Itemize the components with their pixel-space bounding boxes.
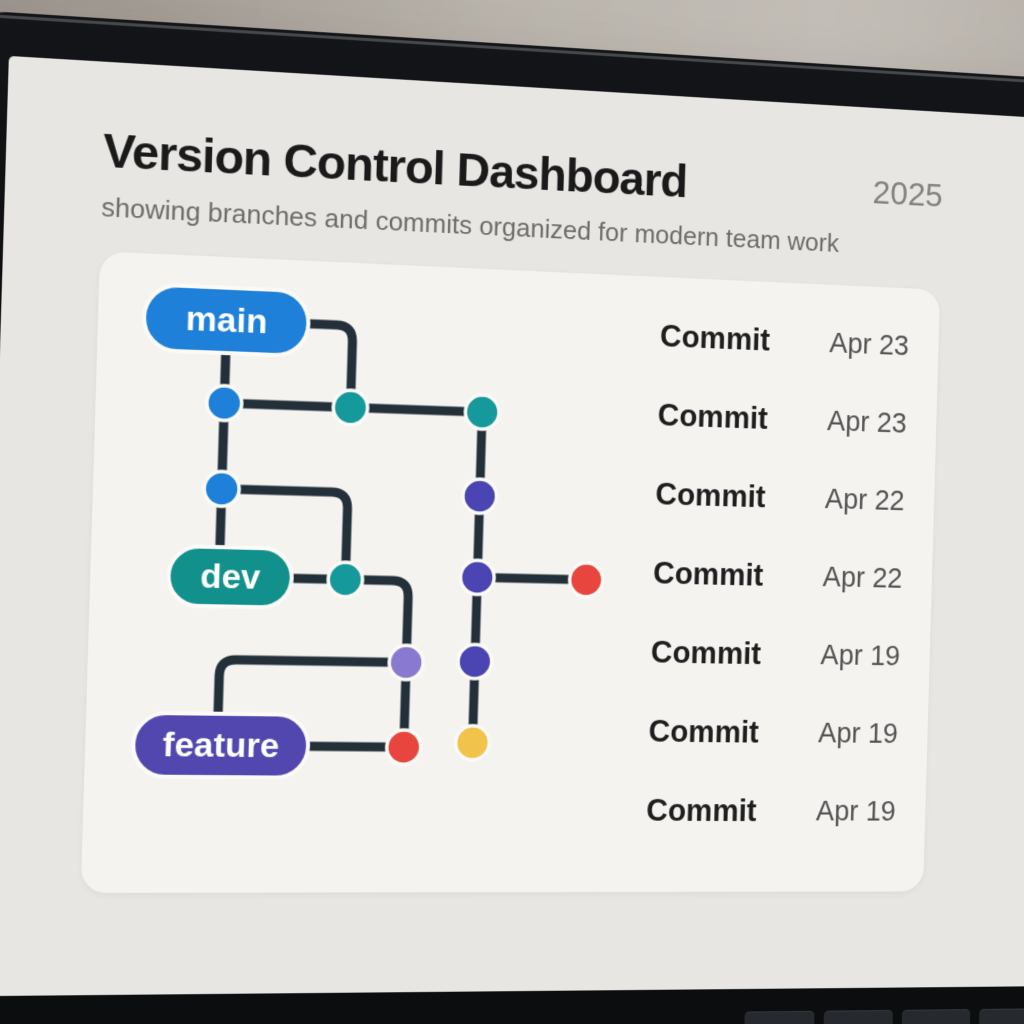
commit-date: Apr 22 xyxy=(824,483,906,517)
commit-node-11[interactable] xyxy=(389,645,424,680)
commit-date: Apr 19 xyxy=(817,717,899,750)
commit-label: Commit xyxy=(652,555,764,593)
branch-pill-dev[interactable] xyxy=(168,546,293,608)
branch-label-main: main xyxy=(185,300,268,342)
branch-label-feature: feature xyxy=(162,726,280,765)
laptop-bezel: Version Control Dashboard 2025 showing b… xyxy=(0,10,1024,1024)
commit-label: Commit xyxy=(657,397,769,436)
commit-node-2[interactable] xyxy=(204,471,240,507)
commit-label: Commit xyxy=(648,713,760,750)
year-label: 2025 xyxy=(872,173,944,215)
dashboard-header: Version Control Dashboard 2025 showing b… xyxy=(101,121,944,263)
branch-pill-feature[interactable] xyxy=(132,713,309,778)
keyboard-key xyxy=(744,1010,815,1024)
keyboard-key xyxy=(901,1009,971,1024)
commit-node-7[interactable] xyxy=(460,560,495,595)
graph-edge xyxy=(218,660,406,721)
commit-node-6[interactable] xyxy=(462,479,497,514)
commit-label: Commit xyxy=(650,634,762,672)
commit-date: Apr 22 xyxy=(822,561,903,595)
commit-node-1[interactable] xyxy=(206,385,242,421)
branch-pill-main[interactable] xyxy=(143,284,309,356)
commit-node-3[interactable] xyxy=(333,390,368,426)
commit-node-5[interactable] xyxy=(465,394,500,429)
commit-label: Commit xyxy=(654,476,767,515)
commit-label: Commit xyxy=(659,318,771,358)
keyboard-key xyxy=(823,1009,893,1024)
commit-date: Apr 23 xyxy=(829,327,910,362)
commit-row[interactable]: Commit Apr 23 xyxy=(657,376,908,463)
commit-node-9[interactable] xyxy=(458,644,493,679)
commit-node-12[interactable] xyxy=(386,730,421,765)
screen: Version Control Dashboard 2025 showing b… xyxy=(0,55,1024,997)
git-graph-container: main dev feature xyxy=(81,251,662,893)
keyboard-deck xyxy=(0,990,1024,1024)
commit-row[interactable]: Commit Apr 19 xyxy=(650,613,901,696)
commit-date: Apr 23 xyxy=(826,405,908,440)
keyboard-key xyxy=(978,1008,1024,1024)
commit-row[interactable]: Commit Apr 23 xyxy=(659,297,910,386)
commit-row[interactable]: Commit Apr 22 xyxy=(652,534,903,618)
commit-row[interactable]: Commit Apr 22 xyxy=(654,455,905,541)
commit-node-10[interactable] xyxy=(455,726,490,760)
commit-label: Commit xyxy=(645,792,758,828)
branch-label-dev: dev xyxy=(200,557,261,597)
graph-edge xyxy=(220,353,226,547)
commit-date: Apr 19 xyxy=(815,795,897,827)
commit-node-4[interactable] xyxy=(328,562,363,597)
commit-row[interactable]: Commit Apr 19 xyxy=(645,771,897,851)
commit-row[interactable]: Commit Apr 19 xyxy=(647,692,899,773)
graph-edge xyxy=(306,324,353,397)
commit-node-8[interactable] xyxy=(569,563,603,598)
commit-date: Apr 19 xyxy=(820,639,901,672)
git-graph: main dev feature xyxy=(81,251,662,893)
